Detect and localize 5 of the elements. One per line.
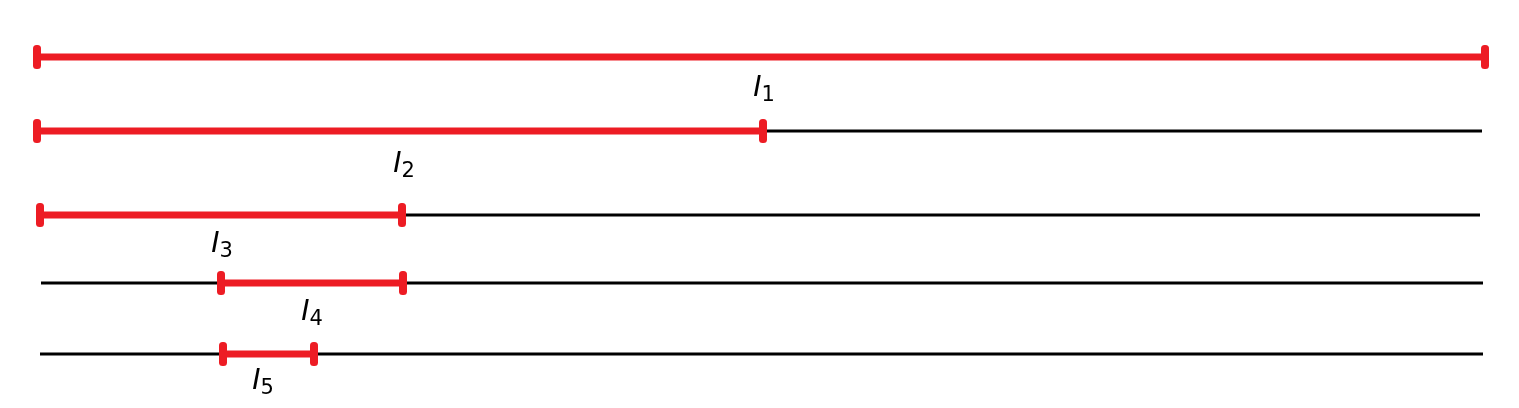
interval-label: I$_{5}$ (252, 366, 274, 394)
interval-label: I$_{4}$ (301, 297, 323, 325)
interval-label: I$_{2}$ (393, 149, 415, 177)
interval-label: I$_{1}$ (753, 73, 775, 101)
interval-label: I$_{3}$ (211, 229, 233, 257)
